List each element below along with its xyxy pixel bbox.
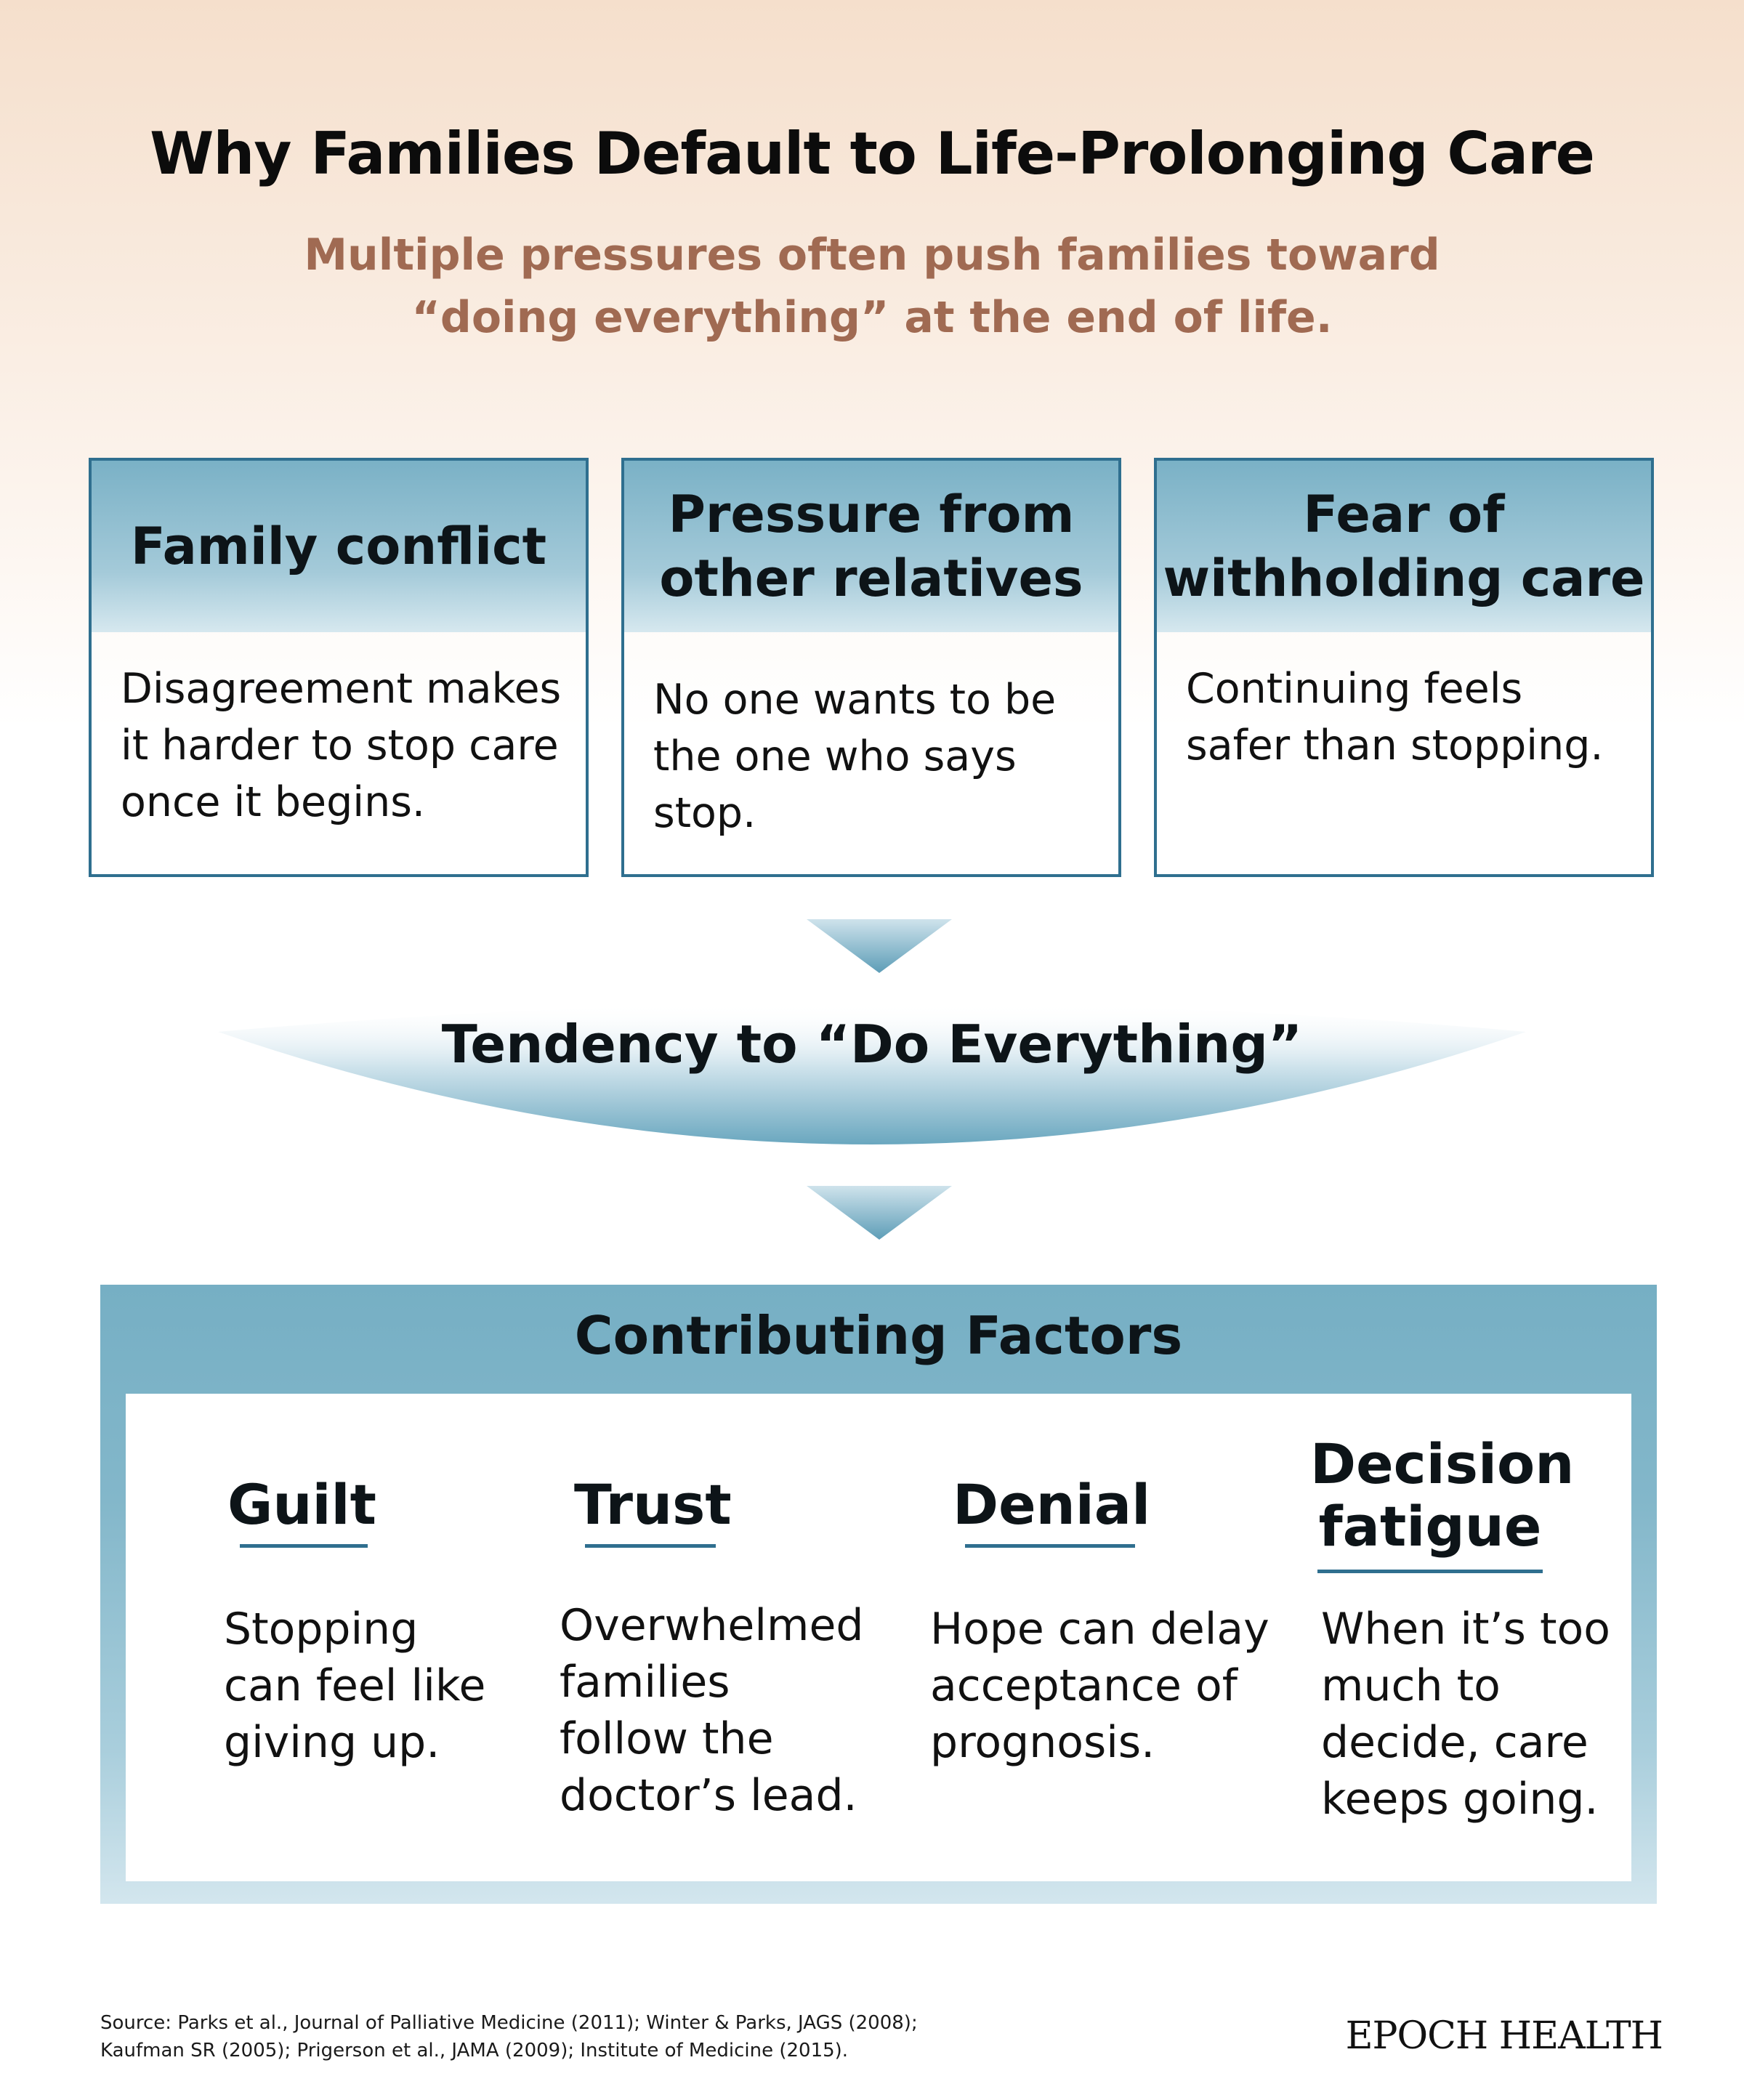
factor-heading-line: fatigue (1318, 1494, 1542, 1559)
factor-description-line: families (560, 1657, 730, 1708)
down-arrow-icon (807, 919, 952, 973)
factor-heading-decision-fatigue: Decision fatigue (1310, 1431, 1575, 1559)
pressure-heading-line: Fear of (1303, 485, 1505, 544)
factor-heading-line: Decision (1310, 1431, 1575, 1496)
pressure-description: Disagreement makes it harder to stop car… (121, 661, 564, 831)
subtitle-line: “doing everything” at the end of life. (411, 292, 1333, 343)
factor-heading-trust: Trust (574, 1472, 732, 1537)
pressure-description-line: once it begins. (121, 778, 426, 826)
source-line: Source: Parks et al., Journal of Palliat… (100, 2012, 918, 2034)
source-line: Kaufman SR (2005); Prigerson et al., JAM… (100, 2040, 849, 2061)
factor-heading-line: Guilt (227, 1472, 376, 1537)
factor-heading-line: Denial (953, 1472, 1151, 1537)
source-citation: Source: Parks et al., Journal of Palliat… (100, 2009, 918, 2064)
contributing-factors-panel: Contributing Factors Guilt Stopping can … (100, 1285, 1657, 1904)
pressure-description-line: Continuing feels (1186, 665, 1523, 713)
pressure-heading: Fear of withholding care (1157, 461, 1651, 632)
factor-heading-denial: Denial (953, 1472, 1151, 1537)
pressure-description: No one wants to be the one who says stop… (653, 671, 1097, 841)
factor-underline (240, 1544, 368, 1548)
subtitle-line: Multiple pressures often push families t… (304, 230, 1440, 280)
factor-description-denial: Hope can delay acceptance of prognosis. (930, 1601, 1269, 1771)
brand-logo: EPOCH HEALTH (1345, 2014, 1663, 2058)
factor-description-line: decide, care (1321, 1717, 1588, 1768)
tendency-label: Tendency to “Do Everything” (441, 1014, 1303, 1075)
pressure-description-line: safer than stopping. (1186, 722, 1604, 770)
factor-description-line: Hope can delay (930, 1604, 1269, 1655)
pressure-box-other-relatives: Pressure from other relatives No one wan… (621, 458, 1121, 877)
factor-description-trust: Overwhelmed families follow the doctor’s… (560, 1597, 863, 1824)
factor-description-decision-fatigue: When it’s too much to decide, care keeps… (1321, 1601, 1610, 1828)
tendency-band (218, 1003, 1526, 1144)
factor-description-line: Stopping (224, 1604, 419, 1655)
pressure-heading-line: other relatives (659, 549, 1083, 608)
pressure-box-family-conflict: Family conflict Disagreement makes it ha… (89, 458, 589, 877)
pressure-description-line: stop. (653, 789, 756, 837)
factor-description-line: keeps going. (1321, 1774, 1599, 1825)
pressure-description: Continuing feels safer than stopping. (1186, 661, 1629, 774)
factor-description-line: prognosis. (930, 1717, 1155, 1768)
pressure-heading: Family conflict (92, 461, 586, 632)
factor-underline (965, 1544, 1135, 1548)
pressure-description-line: it harder to stop care (121, 722, 559, 770)
factor-description-guilt: Stopping can feel like giving up. (224, 1601, 485, 1771)
factor-description-line: can feel like (224, 1660, 486, 1711)
pressure-heading-line: withholding care (1163, 549, 1645, 608)
factor-heading-guilt: Guilt (227, 1472, 376, 1537)
pressure-description-line: No one wants to be (653, 676, 1057, 724)
factor-description-line: doctor’s lead. (560, 1770, 857, 1821)
factor-description-line: follow the (560, 1713, 774, 1764)
contributing-factors-title: Contributing Factors (574, 1305, 1183, 1366)
pressure-heading-line: Pressure from (668, 485, 1075, 544)
pressure-heading-line: Family conflict (130, 517, 547, 576)
factor-underline (1317, 1570, 1543, 1573)
pressure-heading: Pressure from other relatives (624, 461, 1118, 632)
factor-heading-line: Trust (574, 1472, 732, 1537)
factor-description-line: giving up. (224, 1717, 440, 1768)
contributing-factors-content: Guilt Stopping can feel like giving up. … (126, 1394, 1631, 1881)
pressure-box-fear-withholding: Fear of withholding care Continuing feel… (1154, 458, 1654, 877)
pressure-description-line: Disagreement makes (121, 665, 562, 713)
page-title: Why Families Default to Life-Prolonging … (150, 120, 1595, 187)
factor-description-line: Overwhelmed (560, 1600, 864, 1651)
factor-underline (585, 1544, 716, 1548)
page-subtitle: Multiple pressures often push families t… (218, 224, 1526, 349)
down-arrow-icon (807, 1186, 952, 1240)
factor-description-line: acceptance of (930, 1660, 1238, 1711)
pressure-description-line: the one who says (653, 732, 1017, 780)
factor-description-line: much to (1321, 1660, 1501, 1711)
factor-description-line: When it’s too (1321, 1604, 1610, 1655)
